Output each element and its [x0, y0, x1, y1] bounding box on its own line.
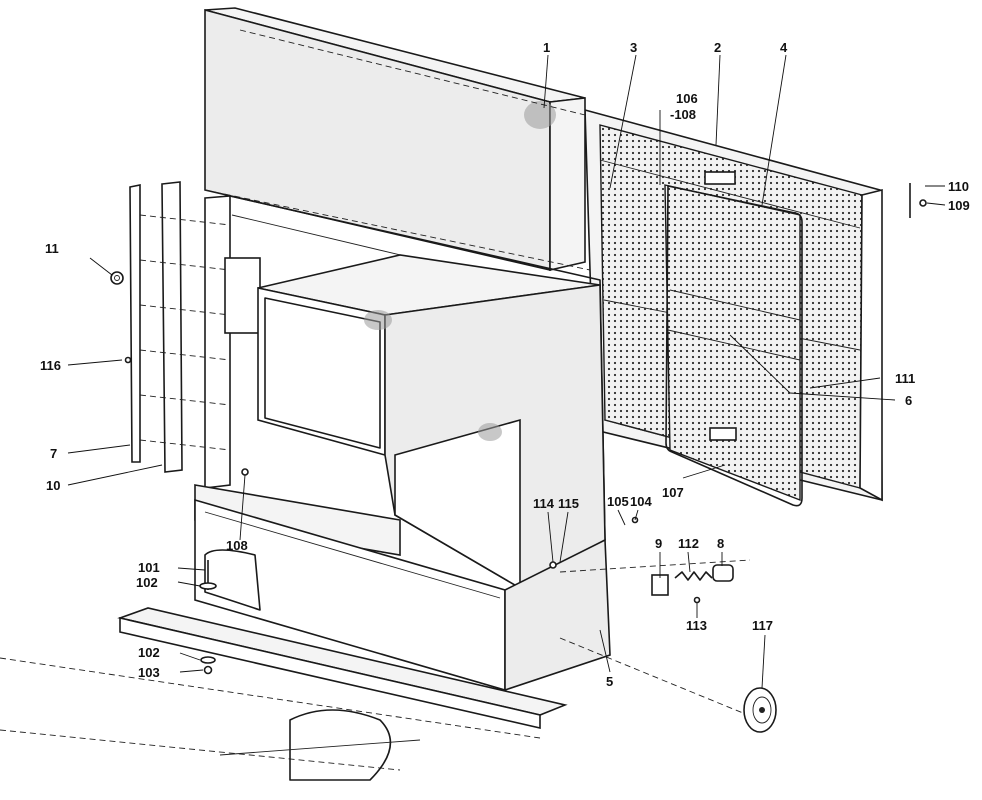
callout-106: 106	[676, 91, 698, 106]
callout-104: 104	[630, 494, 652, 509]
callout-110: 110	[948, 179, 969, 194]
callout-7: 7	[50, 446, 57, 461]
leader-lines	[67, 54, 946, 689]
callout-10: 10	[46, 478, 60, 493]
main-box	[257, 254, 606, 590]
hardware	[110, 183, 927, 675]
callout-6: 6	[905, 393, 912, 408]
caster-wheel	[743, 687, 777, 733]
callout-105: 105	[607, 494, 629, 509]
callout-117: 117	[752, 618, 773, 633]
callout-113: 113	[686, 618, 707, 633]
callout-5: 5	[606, 674, 613, 689]
callout-9: 9	[655, 536, 662, 551]
callout-107: 107	[662, 485, 684, 500]
callout-114: 114	[533, 496, 555, 511]
callout-1: 1	[543, 40, 550, 55]
callout-108-bottom: 108	[226, 538, 248, 553]
callout-8: 8	[717, 536, 724, 551]
top-panel	[204, 7, 586, 272]
callout-4: 4	[780, 40, 788, 55]
callout-111: 111	[895, 371, 915, 386]
left-side-rails	[129, 181, 231, 489]
callout-3: 3	[630, 40, 637, 55]
callout-102-top: 102	[136, 575, 158, 590]
callout-101: 101	[138, 560, 160, 575]
callout-103: 103	[138, 665, 160, 680]
callout-109: 109	[948, 198, 970, 213]
callout-116: 116	[40, 358, 61, 373]
callout-11: 11	[45, 241, 59, 256]
callout-102-bottom: 102	[138, 645, 160, 660]
callout-2: 2	[714, 40, 721, 55]
callout-108-top: -108	[670, 107, 696, 122]
callout-labels: 1 3 2 4 106 -108 110 109 11 116 111 6 7 …	[40, 40, 970, 689]
callout-115: 115	[558, 496, 579, 511]
lower-base	[194, 484, 611, 692]
filter-frame	[664, 171, 803, 507]
floor-rail	[0, 607, 568, 781]
callout-112: 112	[678, 536, 699, 551]
